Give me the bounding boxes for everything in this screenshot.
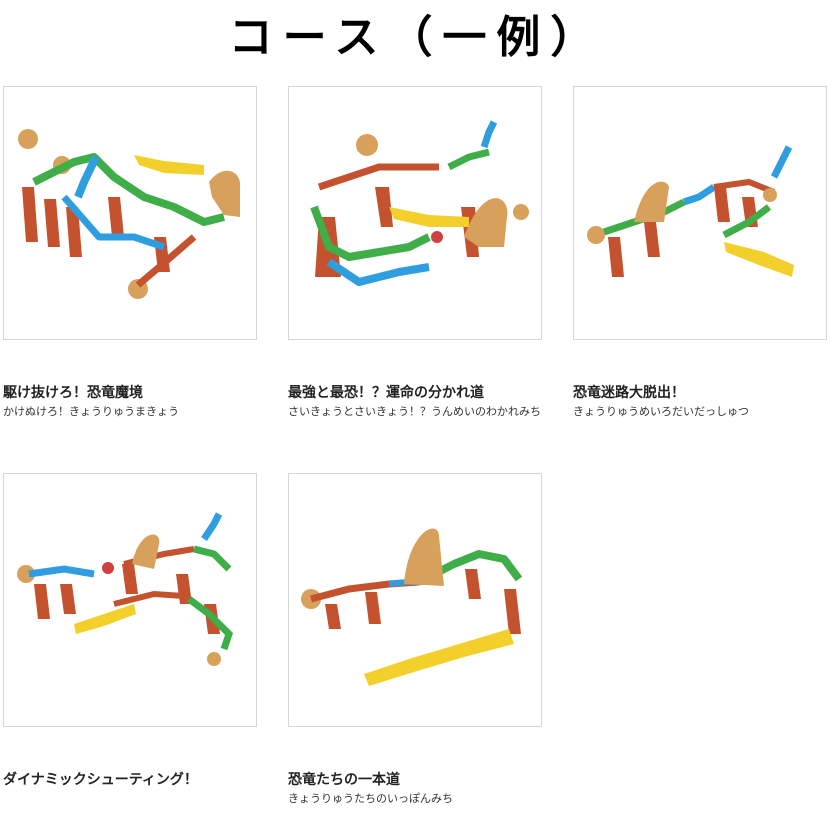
course-image-3[interactable]: [573, 86, 827, 340]
course-illustration-1: [18, 129, 241, 299]
course-card-3[interactable]: 恐竜迷路大脱出！ きょうりゅうめいろだいだっしゅつ: [573, 86, 827, 419]
course-name-2: 最強と最恐！？運命の分かれ道: [288, 385, 484, 401]
course-name-3: 恐竜迷路大脱出！: [573, 385, 685, 401]
course-name-4: ダイナミックシューティング！: [3, 772, 198, 788]
course-image-4[interactable]: [3, 473, 257, 727]
page-title: コース（一例）: [228, 12, 605, 63]
course-image-2[interactable]: [288, 86, 542, 340]
course-card-5[interactable]: 恐竜たちの一本道 きょうりゅうたちのいっぽんみち: [288, 473, 542, 806]
course-illustration-3: [587, 145, 794, 277]
course-image-5[interactable]: [288, 473, 542, 727]
course-name-1: 駆け抜けろ！恐竜魔境: [3, 385, 143, 401]
course-card-4[interactable]: ダイナミックシューティング！: [3, 473, 257, 791]
course-card-1[interactable]: 駆け抜けろ！恐竜魔境 かけぬけろ！きょうりゅうまきょう: [3, 86, 257, 419]
course-illustration-5: [301, 528, 523, 686]
course-illustration-2: [310, 120, 529, 286]
course-image-1[interactable]: [3, 86, 257, 340]
course-name-5: 恐竜たちの一本道: [288, 772, 400, 788]
course-reading-3: きょうりゅうめいろだいだっしゅつ: [573, 405, 749, 418]
course-reading-5: きょうりゅうたちのいっぽんみち: [288, 792, 453, 805]
course-reading-1: かけぬけろ！きょうりゅうまきょう: [3, 405, 179, 418]
course-reading-2: さいきょうとさいきょう！？うんめいのわかれみち: [288, 405, 541, 418]
course-illustration-4: [17, 512, 234, 666]
course-card-2[interactable]: 最強と最恐！？運命の分かれ道 さいきょうとさいきょう！？うんめいのわかれみち: [288, 86, 542, 419]
